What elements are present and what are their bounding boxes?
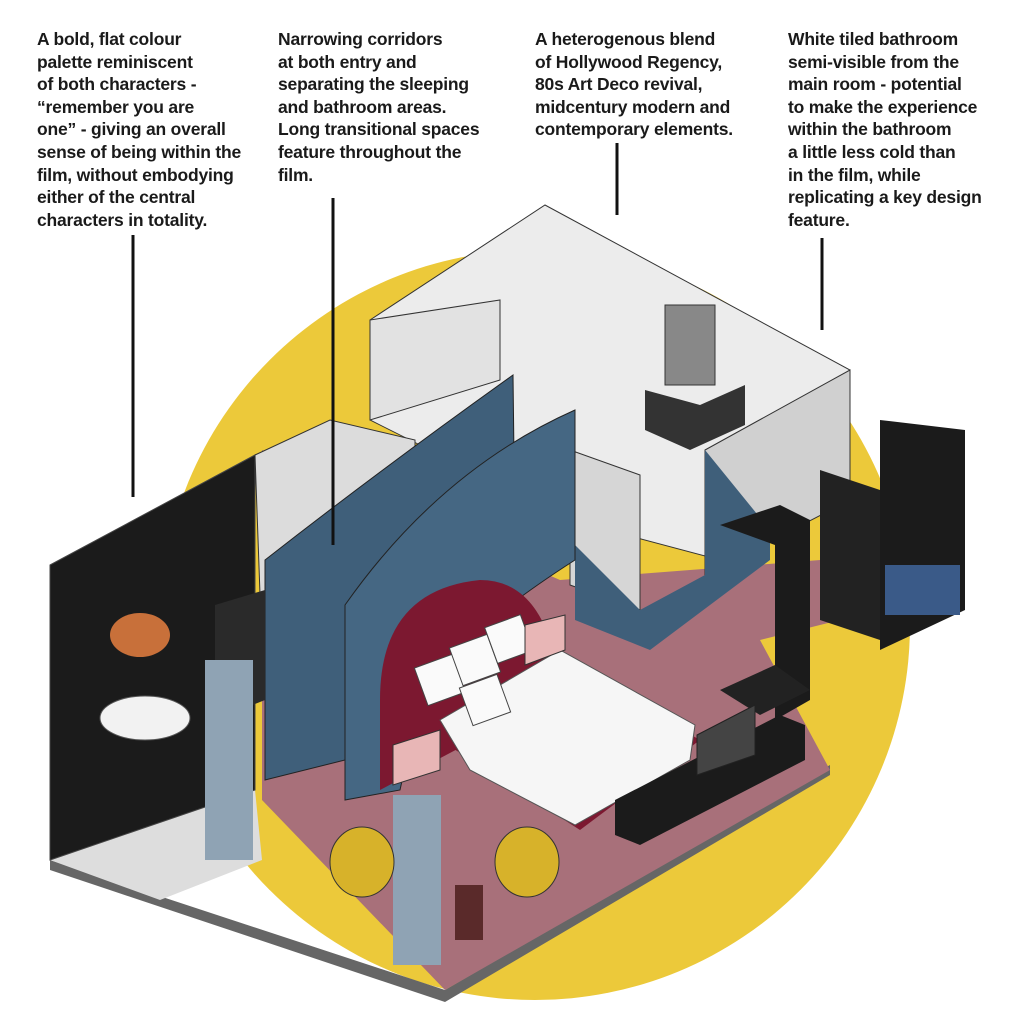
tv-bench xyxy=(615,715,805,845)
pillows xyxy=(413,614,534,727)
curtain-left xyxy=(205,660,253,860)
side-table xyxy=(455,885,483,940)
annotation-line: and bathroom areas. xyxy=(278,96,447,117)
annotation-line: film, without embodying xyxy=(37,164,234,185)
annotation-line: feature throughout the xyxy=(278,141,462,162)
black-column xyxy=(720,505,810,720)
television xyxy=(696,704,756,776)
nightstand-left xyxy=(392,729,441,786)
bookshelf-books xyxy=(885,565,960,615)
annotation-line: semi-visible from the xyxy=(788,51,959,72)
annotation-line: sense of being within the xyxy=(37,141,242,162)
annotation-line: within the bathroom xyxy=(788,119,952,140)
annotation-line: White tiled bathroom xyxy=(788,29,959,49)
annotation-line: A heterogenous blend xyxy=(535,29,716,49)
annotation-line: Narrowing corridors xyxy=(278,29,443,49)
blue-bathroom-wall xyxy=(575,450,770,650)
bathroom-left-wall xyxy=(369,299,501,421)
annotation-line: palette reminiscent xyxy=(37,51,193,72)
black-step xyxy=(720,665,810,715)
annotation-line: contemporary elements. xyxy=(535,119,733,140)
leader-lines xyxy=(131,143,824,545)
annotation-line: in the film, while xyxy=(788,164,921,185)
annotation-line: at both entry and xyxy=(278,51,417,72)
annotation-line: A bold, flat colour xyxy=(37,29,182,49)
annotation-line: of Hollywood Regency, xyxy=(535,51,723,72)
annotation-line: Long transitional spaces xyxy=(278,119,480,140)
annotation-line: of both characters - xyxy=(37,74,197,95)
annotation-line: one” - giving an overall xyxy=(37,119,226,140)
dining-table xyxy=(99,695,191,741)
annotation-line: either of the central xyxy=(37,187,196,208)
armchair-right xyxy=(494,826,560,898)
annotation-line: main room - potential xyxy=(788,74,962,95)
annotation-line: “remember you are xyxy=(37,96,195,117)
annotation-line: film. xyxy=(278,164,313,185)
dressing-table xyxy=(820,470,880,640)
annotation-line: feature. xyxy=(788,209,850,230)
black-tiled-wall xyxy=(49,454,256,861)
annotation-line: a little less cold than xyxy=(788,141,956,162)
annotation-line: characters in totality. xyxy=(37,209,208,230)
annotation-line: replicating a key design xyxy=(788,187,982,208)
armchair-left xyxy=(329,826,395,898)
annotation-line: separating the sleeping xyxy=(278,74,469,95)
bathroom-mirror xyxy=(664,304,716,386)
nightstand-right xyxy=(524,614,566,666)
annotation-line: 80s Art Deco revival, xyxy=(535,74,703,95)
vanity-unit xyxy=(645,385,745,450)
pendant-lamp xyxy=(110,613,170,657)
annotation-line: midcentury modern and xyxy=(535,96,731,117)
wardrobe-unit xyxy=(880,420,965,650)
annotation-line: to make the experience xyxy=(788,96,978,117)
curtain-center xyxy=(393,795,441,965)
